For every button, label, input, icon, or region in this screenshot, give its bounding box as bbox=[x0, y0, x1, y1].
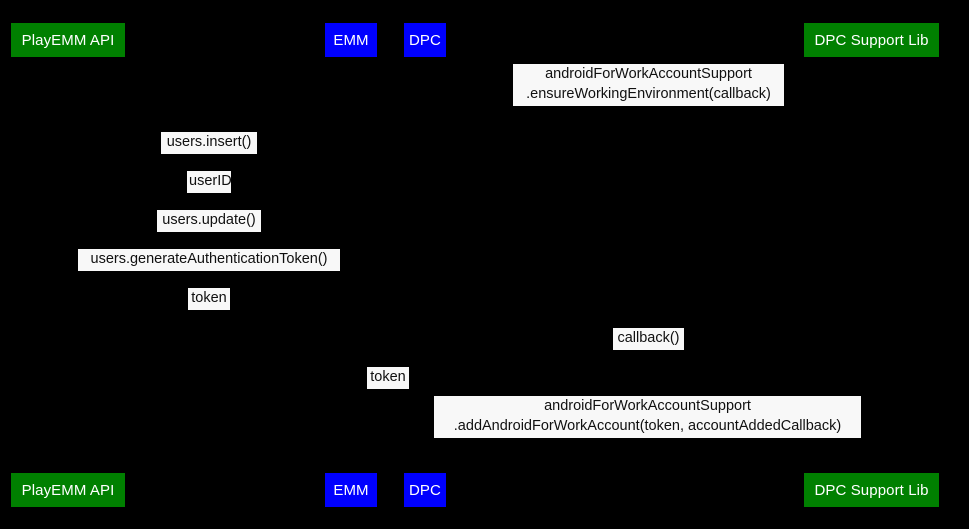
participant-playemm-api-top[interactable]: PlayEMM API bbox=[11, 23, 125, 57]
message-label-token-to-emm: token bbox=[188, 288, 230, 310]
message-label-ensure-working-environment: androidForWorkAccountSupport .ensureWork… bbox=[513, 64, 784, 106]
participant-dpc-bottom[interactable]: DPC bbox=[404, 473, 446, 507]
message-label-add-android-for-work-account: androidForWorkAccountSupport .addAndroid… bbox=[434, 396, 861, 438]
message-label-user-id: userID bbox=[187, 171, 232, 193]
lifeline-emm bbox=[350, 56, 351, 465]
participant-dpc-top[interactable]: DPC bbox=[404, 23, 446, 57]
message-label-users-insert: users.insert() bbox=[161, 132, 257, 154]
lifeline-dpc-support-lib bbox=[871, 56, 872, 465]
message-label-users-update: users.update() bbox=[157, 210, 261, 232]
message-label-users-generate-authentication-token: users.generateAuthenticationToken() bbox=[78, 249, 340, 271]
participant-playemm-api-bottom[interactable]: PlayEMM API bbox=[11, 473, 125, 507]
message-label-callback: callback() bbox=[613, 328, 684, 350]
participant-emm-bottom[interactable]: EMM bbox=[325, 473, 377, 507]
participant-dpc-support-lib-top[interactable]: DPC Support Lib bbox=[804, 23, 939, 57]
participant-emm-top[interactable]: EMM bbox=[325, 23, 377, 57]
lifeline-playemm-api bbox=[68, 56, 69, 465]
participant-dpc-support-lib-bottom[interactable]: DPC Support Lib bbox=[804, 473, 939, 507]
lifeline-dpc bbox=[424, 56, 425, 465]
message-label-token-to-dpc: token bbox=[367, 367, 409, 389]
